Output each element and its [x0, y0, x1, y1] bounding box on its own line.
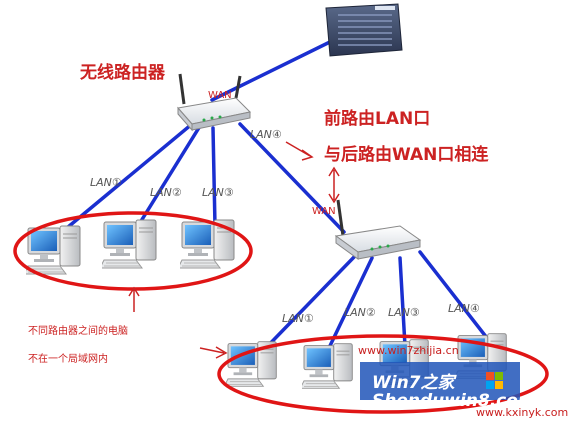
cable-router1-router2: [238, 122, 346, 234]
windows-logo-icon: [486, 372, 503, 389]
watermark-site1: www.win7zhijia.cn: [358, 344, 459, 357]
arrows: [128, 141, 340, 359]
note-line1: 不同路由器之间的电脑: [28, 324, 128, 337]
watermark-site2: www.kxinyk.com: [476, 406, 568, 419]
lan2-bottom-label: LAN②: [344, 306, 376, 319]
cable-router2-pc7: [418, 250, 489, 340]
cables: [60, 36, 489, 358]
computer-icon: [302, 343, 353, 389]
cable-router2-pc4: [256, 253, 358, 358]
wan-mid-label: WAN: [312, 206, 336, 217]
router-bottom-icon: [334, 199, 422, 260]
computer-icon: [26, 225, 81, 275]
cable-router2-pc5: [326, 256, 374, 352]
cable-router1-pc3: [211, 126, 217, 228]
modem-icon: [325, 3, 403, 57]
cable-modem-router1: [210, 36, 340, 102]
lan1-bottom-label: LAN①: [282, 312, 314, 325]
watermark-win-text: Win7之家: [372, 373, 458, 393]
front-router-lan-label: 前路由LAN口: [324, 108, 430, 129]
up-arrow-icon: [128, 286, 140, 312]
lan3-top-label: LAN③: [202, 186, 234, 199]
note-line2: 不在一个局域网内: [28, 352, 108, 365]
lan1-top-label: LAN①: [90, 176, 122, 189]
cable-router1-pc2: [136, 124, 202, 228]
lan4-bottom-label: LAN④: [448, 302, 480, 315]
connect-note-label: 与后路由WAN口相连: [324, 144, 489, 165]
lan3-bottom-label: LAN③: [388, 306, 420, 319]
watermark-brand: Shenduwin8.com: [372, 391, 536, 411]
cable-router2-pc6: [398, 256, 407, 348]
watermark: www.win7zhijia.cn Win7之家 Shenduwin8.com …: [358, 344, 568, 419]
double-arrow-icon: [328, 166, 340, 204]
right-arrow-icon: [199, 346, 228, 359]
wan-top-label: WAN: [208, 90, 232, 101]
lan-group-bottom-ellipse: [217, 334, 549, 414]
lan2-top-label: LAN②: [150, 186, 182, 199]
computer-icon: [102, 219, 157, 269]
lan4-top-label: LAN④: [250, 128, 282, 141]
cable-router1-pc1: [60, 122, 194, 234]
wan-arrow-icon: [285, 141, 314, 161]
wireless-router-label: 无线路由器: [79, 62, 166, 83]
router-top-icon: [177, 73, 252, 132]
